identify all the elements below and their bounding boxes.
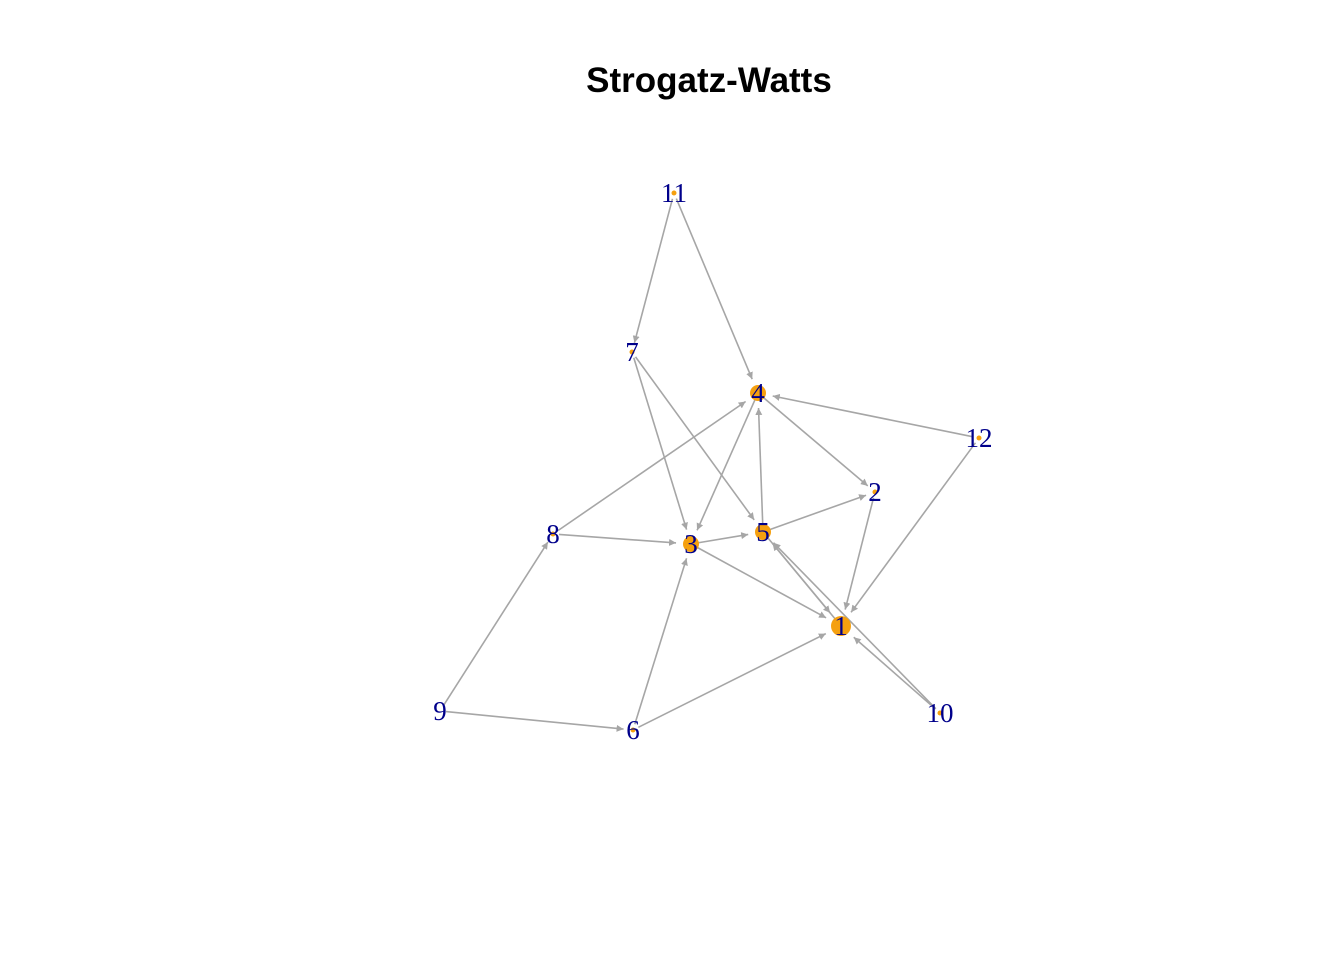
node-label-7: 7 [625,337,639,367]
edge-10-to-5 [772,542,937,710]
node-6 [630,727,636,733]
edge-6-to-1 [638,632,827,729]
node-11 [671,190,677,196]
node-3 [683,536,699,552]
node-label-12: 12 [966,423,993,453]
edge-4-to-2 [762,396,869,487]
node-label-8: 8 [546,519,560,549]
node-label-9: 9 [433,696,447,726]
node-label-2: 2 [868,477,882,507]
edge-12-to-4 [772,393,974,438]
node-label-3: 3 [684,529,698,559]
node-8 [550,531,556,537]
edge-2-to-1 [843,497,875,610]
node-label-11: 11 [661,178,687,208]
edge-5-to-1 [766,536,831,614]
edge-3-to-1 [695,546,827,619]
edge-6-to-3 [634,558,688,725]
edge-7-to-3 [632,357,688,530]
node-label-1: 1 [834,611,848,641]
node-5 [755,524,771,540]
nodes-layer [550,190,982,733]
node-12 [976,435,982,441]
edge-9-to-6 [445,710,624,732]
diagram-title: Strogatz-Watts [586,61,832,100]
node-label-6: 6 [626,715,640,745]
node-label-10: 10 [927,698,954,728]
edge-11-to-4 [675,198,753,380]
edge-12-to-1 [850,442,977,613]
node-10 [937,710,943,716]
edge-11-to-7 [632,198,674,344]
edge-4-to-3 [696,398,757,531]
edges-layer [442,198,977,732]
node-7 [629,349,635,355]
edge-8-to-3 [558,533,677,546]
node-2 [872,489,878,495]
edge-10-to-1 [853,636,937,710]
node-4 [750,385,766,401]
node-label-5: 5 [756,517,770,547]
edge-3-to-5 [696,532,749,544]
edge-7-to-5 [634,356,755,521]
edge-5-to-2 [768,494,867,531]
edge-9-to-8 [442,541,549,707]
node-1 [831,616,851,636]
node-label-4: 4 [751,378,765,408]
edge-8-to-4 [557,400,747,532]
edge-5-to-4 [755,407,764,527]
